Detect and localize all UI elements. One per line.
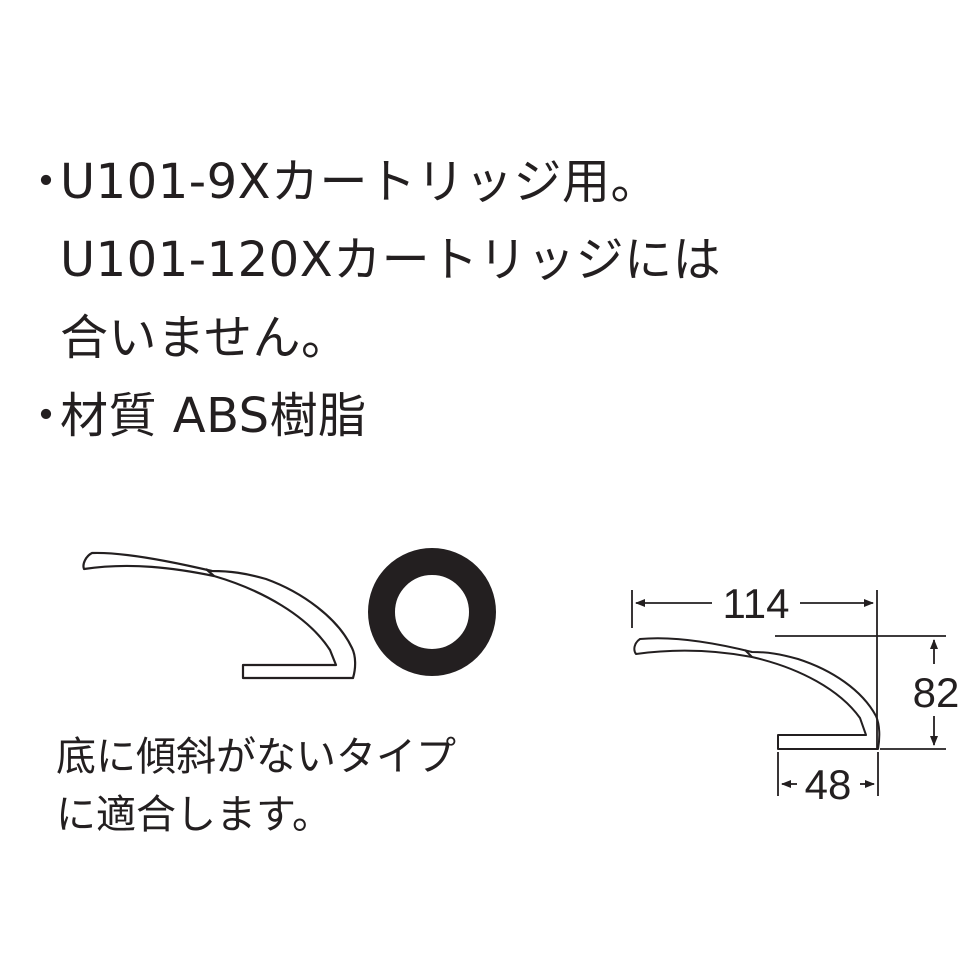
dimension-height-label: 82 xyxy=(913,669,960,716)
spec-item-material: ・材質 ABS樹脂 xyxy=(22,377,721,455)
note-line-2: に適合します。 xyxy=(56,792,332,838)
spec-line-3: 合いません。 xyxy=(60,310,350,366)
spec-item-cartridge: ・U101-9Xカートリッジ用。 xyxy=(22,143,721,221)
compatibility-note: 底に傾斜がないタイプ に適合します。 xyxy=(56,728,456,844)
handle-side-view xyxy=(82,551,357,680)
dimension-base-width-label: 48 xyxy=(805,761,852,808)
note-line-1: 底に傾斜がないタイプ xyxy=(56,734,456,780)
spec-line-2-row: U101-120Xカートリッジには xyxy=(22,221,721,299)
spec-line-2: U101-120Xカートリッジには xyxy=(60,232,722,288)
dimension-length xyxy=(631,590,878,749)
spec-line-3-row: 合いません。 xyxy=(22,299,721,377)
handle-dimensioned-view xyxy=(633,637,881,750)
spec-line-4: 材質 ABS樹脂 xyxy=(60,388,367,444)
dimension-length-label: 114 xyxy=(723,580,790,627)
dimension-height xyxy=(775,635,946,750)
handle-top-view xyxy=(368,548,496,676)
spec-text: ・U101-9Xカートリッジ用。 U101-120Xカートリッジには 合いません… xyxy=(22,143,721,455)
dimension-base-width xyxy=(777,752,879,796)
spec-line-1: U101-9Xカートリッジ用。 xyxy=(60,154,659,210)
